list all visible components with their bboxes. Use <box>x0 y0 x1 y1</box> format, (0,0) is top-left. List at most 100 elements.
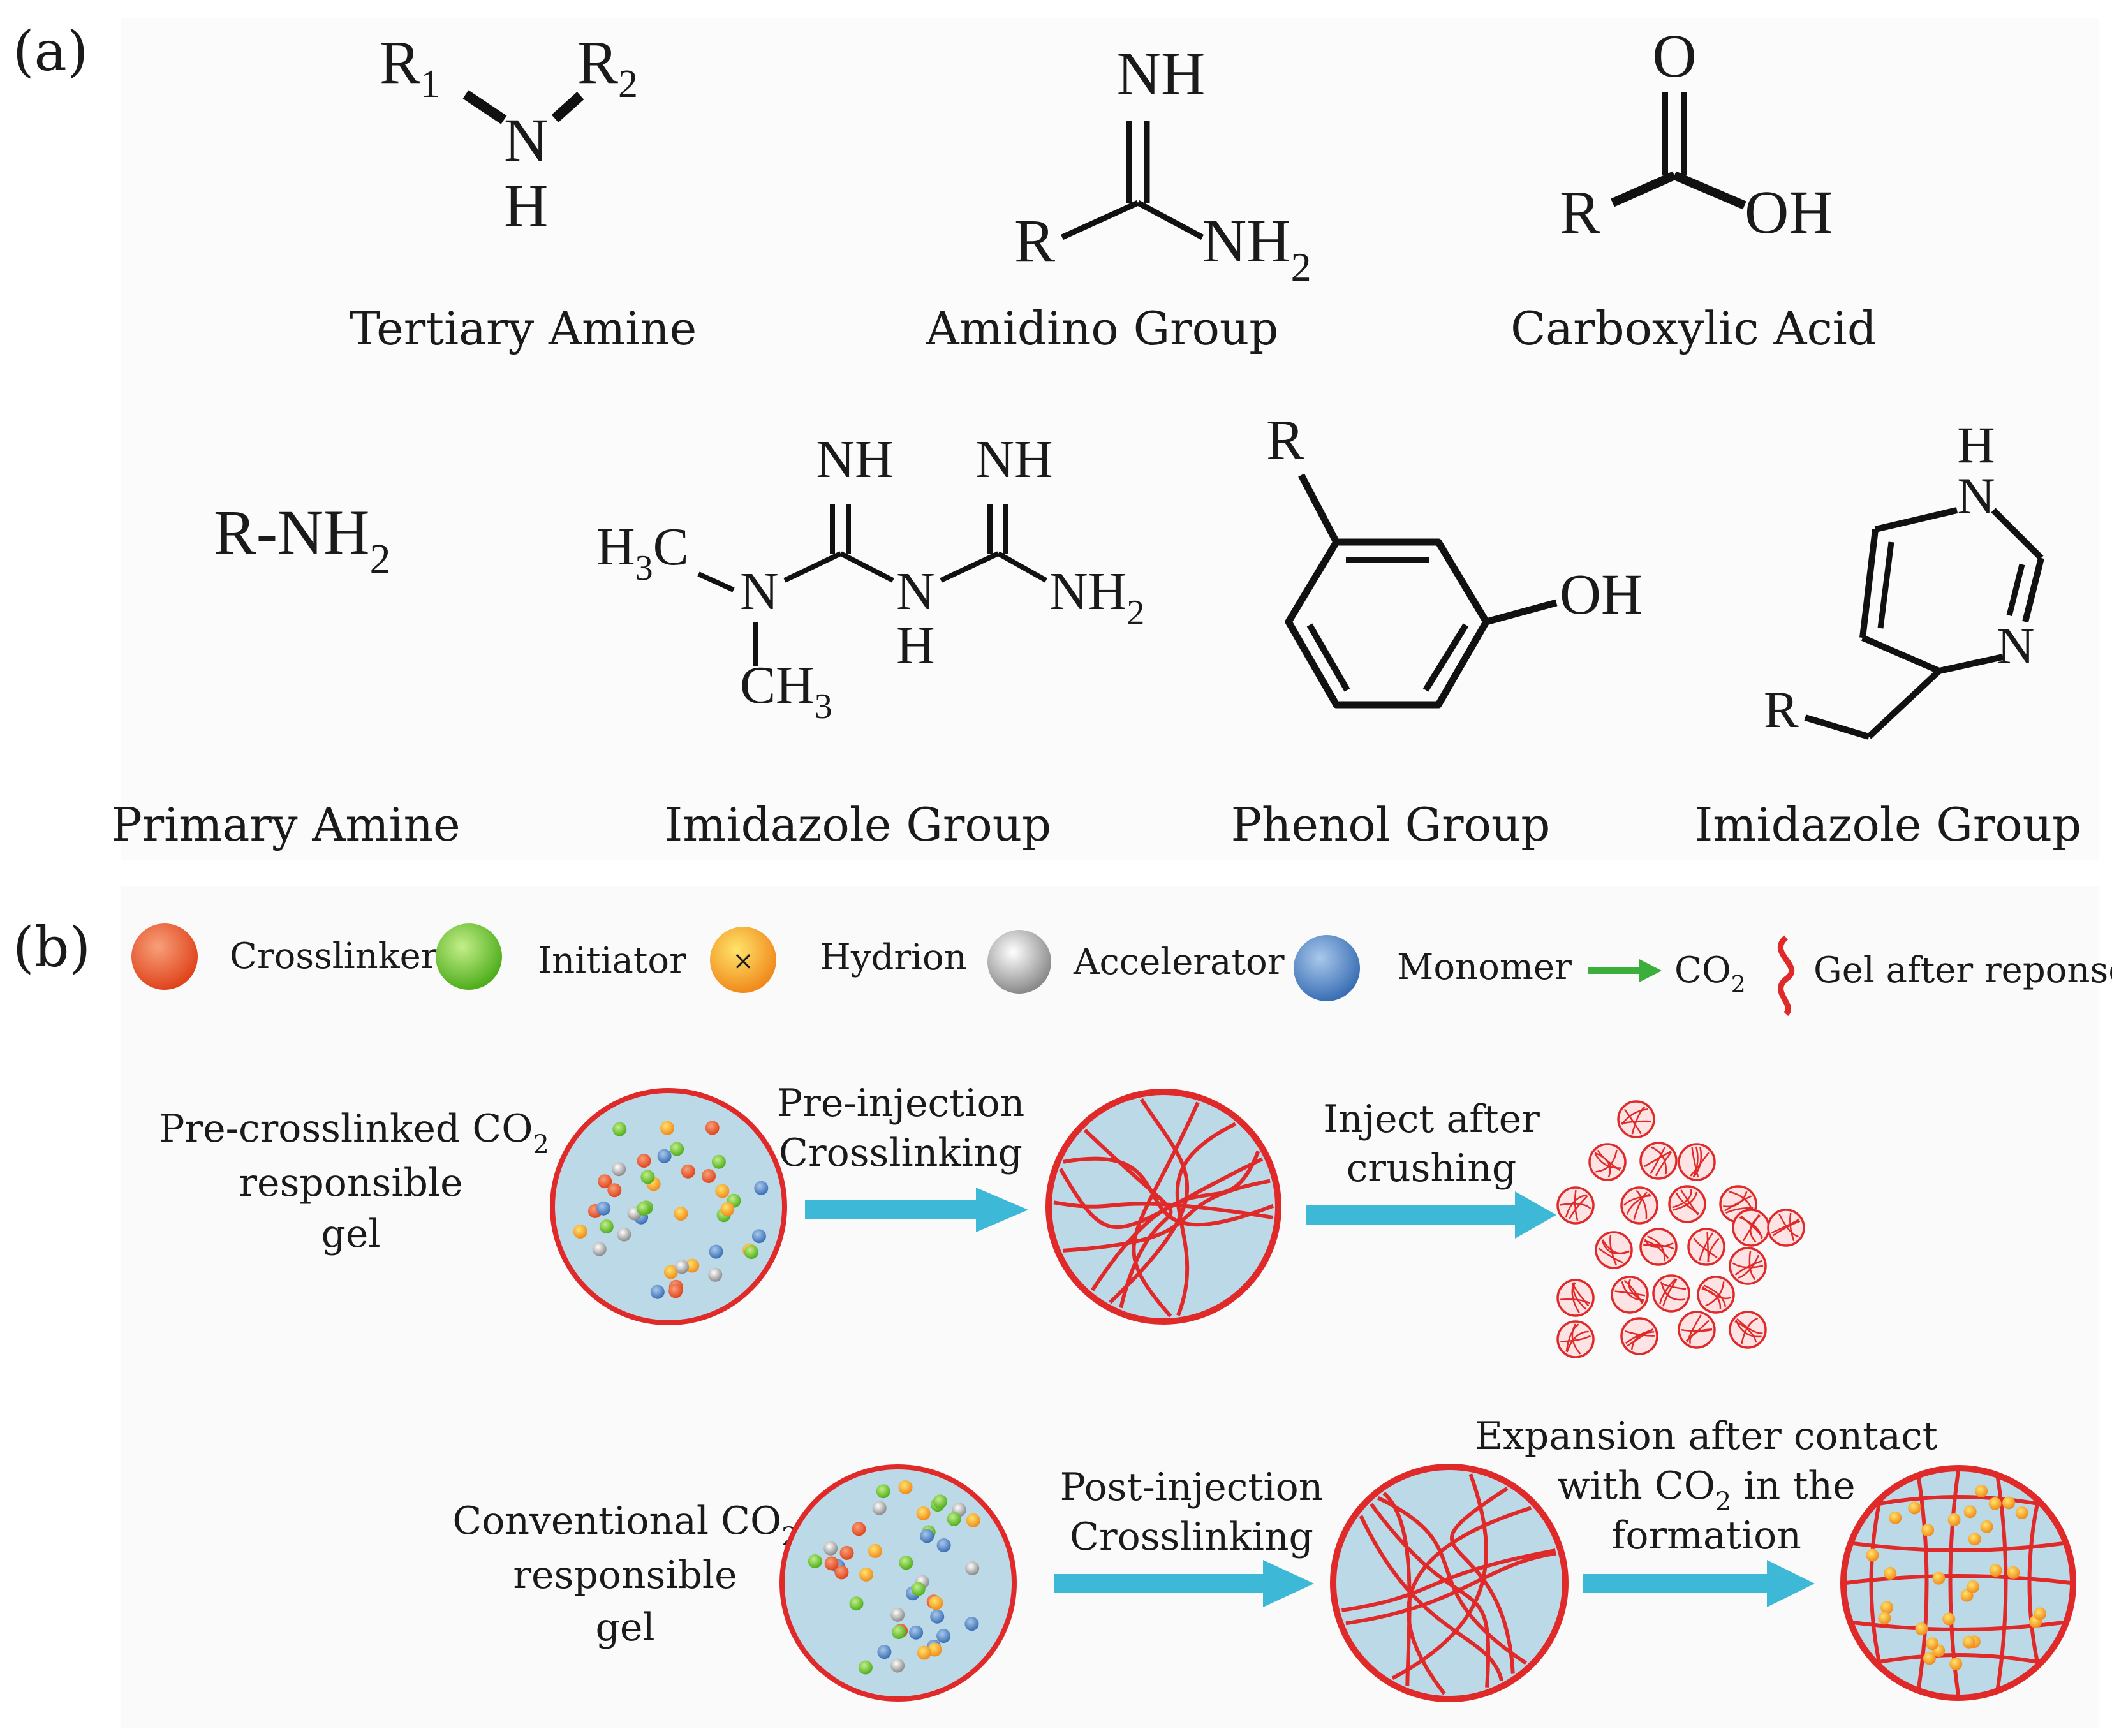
monomer-dot <box>751 1229 766 1244</box>
bond-c1-n2 <box>839 551 894 583</box>
ring-left-outer <box>1859 529 1879 638</box>
row-pre-crosslinked: Pre-crosslinked CO2 responsible gel Pre-… <box>159 1081 1805 1358</box>
initiator-dot <box>876 1484 890 1499</box>
legend-hydrion-glyph: × <box>732 946 754 976</box>
polymer-chain <box>2027 1503 2039 1663</box>
panel-b: (b) Crosslinker Initiator × Hydrion Acce… <box>13 886 2112 1728</box>
ring-right-outer <box>2022 557 2044 623</box>
panel-a-background <box>121 18 2099 860</box>
particle-chain <box>1631 1106 1646 1135</box>
gel-particle <box>1617 1100 1655 1138</box>
carboxylic-acid-structure: O R OH Carboxylic Acid <box>1510 22 1877 355</box>
row1-arrow1-line2: Crosslinking <box>779 1131 1023 1175</box>
carboxyl-bond-r <box>1611 171 1676 207</box>
accelerator-dot <box>823 1541 838 1556</box>
polymer-chain <box>1852 1541 2064 1552</box>
polymer-chain <box>1359 1515 1504 1682</box>
particle-chain <box>1736 1318 1763 1334</box>
particle-chain <box>1601 1239 1630 1254</box>
particle-chain <box>1692 1146 1699 1177</box>
hydrion-dot <box>1889 1511 1902 1524</box>
particle-chain <box>1624 1330 1655 1337</box>
r2-atom: R2 <box>577 28 638 106</box>
amidino-structure: NH R NH2 Amidino Group <box>926 40 1311 355</box>
legend-gel-label: Gel after reponse <box>1813 950 2112 991</box>
row2-label-line3: gel <box>595 1605 654 1650</box>
amidino-bond-r <box>1061 200 1139 240</box>
row1-crushed-particles <box>1556 1100 1805 1358</box>
monomer-dot <box>936 1629 951 1644</box>
particle-chain <box>1778 1213 1799 1238</box>
particle-chain <box>1687 1314 1702 1342</box>
row1-label-line1: Pre-crosslinked CO2 <box>159 1107 549 1159</box>
particle-chain <box>1644 1239 1674 1248</box>
legend: Crosslinker Initiator × Hydrion Accelera… <box>131 923 2112 1017</box>
crosslinker-dot <box>702 1169 716 1183</box>
row1-mixture-circle <box>550 1088 787 1325</box>
monomer-dot <box>650 1284 665 1299</box>
particle-chain <box>1738 1254 1760 1279</box>
initiator-dot <box>933 1494 947 1509</box>
carboxyl-o: O <box>1652 22 1696 90</box>
carboxyl-r: R <box>1560 178 1600 246</box>
particle-chain <box>1623 1279 1643 1304</box>
accelerator-dot <box>708 1267 723 1282</box>
particle-chain <box>1560 1335 1591 1342</box>
hydrion-dot <box>1908 1501 1921 1515</box>
row2-expanded-circle <box>1840 1465 2076 1701</box>
primary-amine-formula: R-NH2 <box>214 497 390 582</box>
particle-chain <box>1655 1151 1672 1177</box>
phenol-oh: OH <box>1560 563 1643 626</box>
legend-accelerator-swatch <box>987 930 1051 994</box>
polymer-chain <box>1370 1503 1491 1688</box>
panel-a: (a) R1 R2 N H Tertiary Amine NH R NH2 Am… <box>13 18 2099 860</box>
row1-crosslinked-gel <box>1045 1089 1281 1325</box>
bond-h3c-n <box>697 571 735 592</box>
gel-particle <box>1620 1317 1658 1355</box>
initiator-dot <box>849 1596 864 1611</box>
polymer-chain <box>1058 1157 1264 1229</box>
particle-chain <box>1691 1147 1699 1178</box>
particle-chain <box>1693 1237 1718 1259</box>
polymer-chain <box>1091 1151 1260 1291</box>
hydrion-dot <box>1988 1497 2002 1510</box>
crosslinker-dot <box>681 1164 695 1179</box>
accelerator-dot <box>890 1607 905 1622</box>
particle-chain <box>1724 1195 1752 1212</box>
bond-ch2-r <box>1804 714 1870 740</box>
particle-chain <box>1771 1218 1799 1234</box>
particle-chain <box>1595 1152 1611 1178</box>
row2-arrow1-line2: Crosslinking <box>1070 1515 1313 1559</box>
monomer-dot <box>877 1645 892 1659</box>
amidino-nh: NH <box>1117 40 1206 108</box>
particle-chain <box>1676 1193 1700 1215</box>
legend-monomer-swatch <box>1294 935 1360 1001</box>
hydrion-dot <box>1975 1485 1988 1497</box>
particle-chain <box>1623 1108 1642 1135</box>
hydrion-dot <box>1878 1612 1891 1625</box>
particle-chain <box>1646 1235 1665 1262</box>
hydrion-dot <box>715 1184 730 1198</box>
polymer-chain <box>1053 1200 1273 1219</box>
gel-particle <box>1697 1276 1735 1314</box>
bond-r2-n <box>551 92 584 122</box>
accelerator-dot <box>872 1501 887 1515</box>
hydrion-dot <box>663 1265 678 1279</box>
accelerator-dot <box>675 1260 689 1274</box>
gel-particle <box>1639 1142 1678 1180</box>
polymer-chain <box>1377 1496 1527 1665</box>
initiator-dot <box>808 1554 822 1568</box>
gel-particle <box>1556 1279 1595 1317</box>
gel-particle <box>1767 1209 1805 1247</box>
h3c-group: H3C <box>596 517 689 588</box>
monomer-dot <box>596 1201 610 1216</box>
tertiary-amine-structure: R1 R2 N H Tertiary Amine <box>350 28 697 355</box>
hydrion-dot <box>929 1596 943 1610</box>
row2-crosslinked-gel <box>1330 1464 1569 1702</box>
particle-chain <box>1594 1152 1622 1169</box>
particle-chain <box>1672 1189 1692 1209</box>
bond-ring-ch2 <box>1866 668 1942 739</box>
ring-right-inner <box>2006 563 2025 617</box>
particle-chain <box>1789 1212 1795 1242</box>
